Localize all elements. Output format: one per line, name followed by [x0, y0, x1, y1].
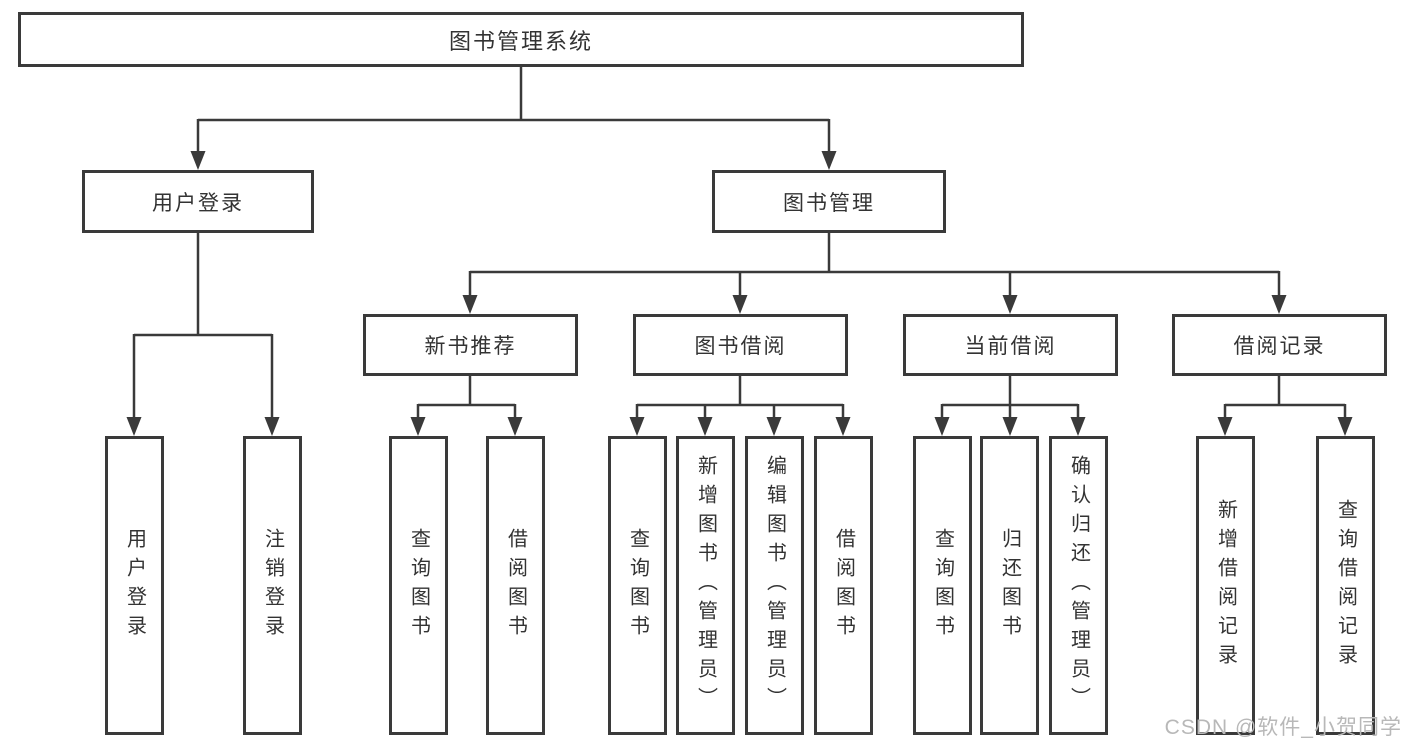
node-borrow-records: 借阅记录	[1172, 314, 1387, 376]
node-book-borrowing-label: 图书借阅	[694, 335, 787, 358]
connector-recommend-to-leaves	[410, 376, 523, 436]
node-borrow-records-label: 借阅记录	[1233, 335, 1326, 358]
leaf-borrow-books-borrowing-label: 借阅图书	[832, 527, 855, 644]
leaf-query-books-recommend: 查询图书	[389, 436, 448, 735]
leaf-user-login: 用户登录	[105, 436, 164, 735]
node-library-system-label: 图书管理系统	[448, 28, 593, 54]
leaf-logout-label: 注销登录	[261, 527, 284, 644]
connector-borrowing-to-leaves	[629, 376, 851, 436]
leaf-edit-books-admin: 编辑图书（管理员）	[745, 436, 804, 735]
leaf-query-books-borrowing-label: 查询图书	[626, 527, 649, 644]
connector-current-to-leaves	[934, 376, 1086, 436]
node-new-book-recommend-label: 新书推荐	[424, 335, 517, 358]
connector-records-to-leaves	[1217, 376, 1353, 436]
connector-root-to-level2	[190, 67, 837, 170]
leaf-query-borrow-record: 查询借阅记录	[1316, 436, 1375, 735]
leaf-edit-books-admin-label: 编辑图书（管理员）	[763, 455, 786, 716]
leaf-query-books-current: 查询图书	[913, 436, 972, 735]
node-library-system: 图书管理系统	[18, 12, 1024, 67]
leaf-borrow-books-borrowing: 借阅图书	[814, 436, 873, 735]
node-book-borrowing: 图书借阅	[633, 314, 848, 376]
leaf-borrow-books-recommend: 借阅图书	[486, 436, 545, 735]
node-new-book-recommend: 新书推荐	[363, 314, 578, 376]
watermark: CSDN @软件_小贺同学	[1164, 716, 1402, 739]
node-book-management-label: 图书管理	[783, 191, 875, 215]
node-user-login-label: 用户登录	[152, 191, 244, 215]
connector-book-management-to-level3	[462, 233, 1287, 314]
leaf-return-books: 归还图书	[980, 436, 1039, 735]
leaf-user-login-label: 用户登录	[123, 527, 146, 644]
leaf-confirm-return-admin-label: 确认归还（管理员）	[1067, 455, 1090, 716]
leaf-query-books-recommend-label: 查询图书	[407, 527, 430, 644]
leaf-query-borrow-record-label: 查询借阅记录	[1334, 498, 1357, 673]
node-current-borrowing-label: 当前借阅	[964, 335, 1057, 358]
connector-user-login-to-leaves	[126, 233, 280, 436]
leaf-add-books-admin: 新增图书（管理员）	[676, 436, 735, 735]
leaf-logout: 注销登录	[243, 436, 302, 735]
leaf-return-books-label: 归还图书	[998, 527, 1021, 644]
leaf-add-books-admin-label: 新增图书（管理员）	[694, 455, 717, 716]
leaf-query-books-borrowing: 查询图书	[608, 436, 667, 735]
node-user-login: 用户登录	[82, 170, 314, 233]
leaf-confirm-return-admin: 确认归还（管理员）	[1049, 436, 1108, 735]
node-book-management: 图书管理	[712, 170, 946, 233]
leaf-add-borrow-record: 新增借阅记录	[1196, 436, 1255, 735]
leaf-add-borrow-record-label: 新增借阅记录	[1214, 498, 1237, 673]
node-current-borrowing: 当前借阅	[903, 314, 1118, 376]
leaf-borrow-books-recommend-label: 借阅图书	[504, 527, 527, 644]
leaf-query-books-current-label: 查询图书	[931, 527, 954, 644]
